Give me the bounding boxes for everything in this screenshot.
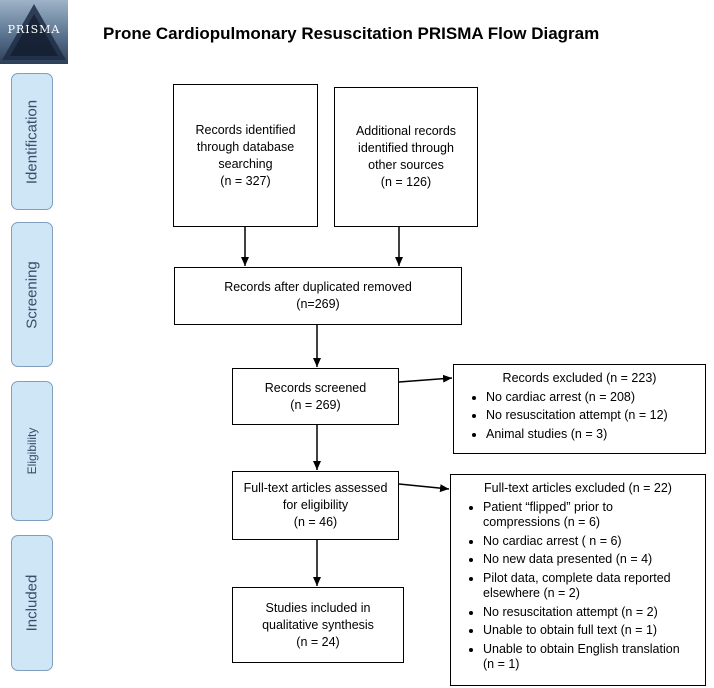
stage-eligibility: Eligibility	[11, 381, 53, 521]
excluded-records-list: No cardiac arrest (n = 208) No resuscita…	[462, 390, 697, 443]
excluded-fulltext-header: Full-text articles excluded (n = 22)	[484, 481, 672, 495]
box-records-excluded: Records excluded (n = 223) No cardiac ar…	[453, 364, 706, 454]
arrow-fulltext-to-excluded	[398, 483, 450, 493]
logo-triangle-icon	[2, 4, 66, 60]
logo-text: PRISMA	[7, 23, 61, 36]
box-studies-included: Studies included in qualitative synthesi…	[232, 587, 404, 663]
stage-identification: Identification	[11, 73, 53, 210]
page-title: Prone Cardiopulmonary Resuscitation PRIS…	[103, 24, 600, 43]
list-item: No cardiac arrest (n = 208)	[486, 390, 697, 406]
stage-screening: Screening	[11, 222, 53, 367]
list-item: Patient “flipped” prior to compressions …	[483, 500, 697, 531]
excluded-records-header: Records excluded (n = 223)	[502, 371, 657, 385]
excluded-fulltext-list: Patient “flipped” prior to compressions …	[459, 500, 697, 673]
box-fulltext-assessed: Full-text articles assessed for eligibil…	[232, 471, 399, 540]
list-item: No resuscitation attempt (n = 12)	[486, 408, 697, 424]
list-item: Pilot data, complete data reported elsew…	[483, 571, 697, 602]
box-fulltext-excluded: Full-text articles excluded (n = 22) Pat…	[450, 474, 706, 686]
list-item: Animal studies (n = 3)	[486, 427, 697, 443]
list-item: Unable to obtain English translation (n …	[483, 642, 697, 673]
box-other-sources: Additional records identified through ot…	[334, 87, 478, 227]
arrow-screened-to-excluded	[398, 374, 453, 383]
list-item: No new data presented (n = 4)	[483, 552, 697, 568]
box-database-records: Records identified through database sear…	[173, 84, 318, 227]
list-item: No resuscitation attempt (n = 2)	[483, 605, 697, 621]
box-after-duplicates: Records after duplicated removed (n=269)	[174, 267, 462, 325]
box-records-screened: Records screened (n = 269)	[232, 368, 399, 425]
stage-included: Included	[11, 535, 53, 671]
list-item: No cardiac arrest ( n = 6)	[483, 534, 697, 550]
list-item: Unable to obtain full text (n = 1)	[483, 623, 697, 639]
prisma-logo: PRISMA	[0, 0, 68, 64]
